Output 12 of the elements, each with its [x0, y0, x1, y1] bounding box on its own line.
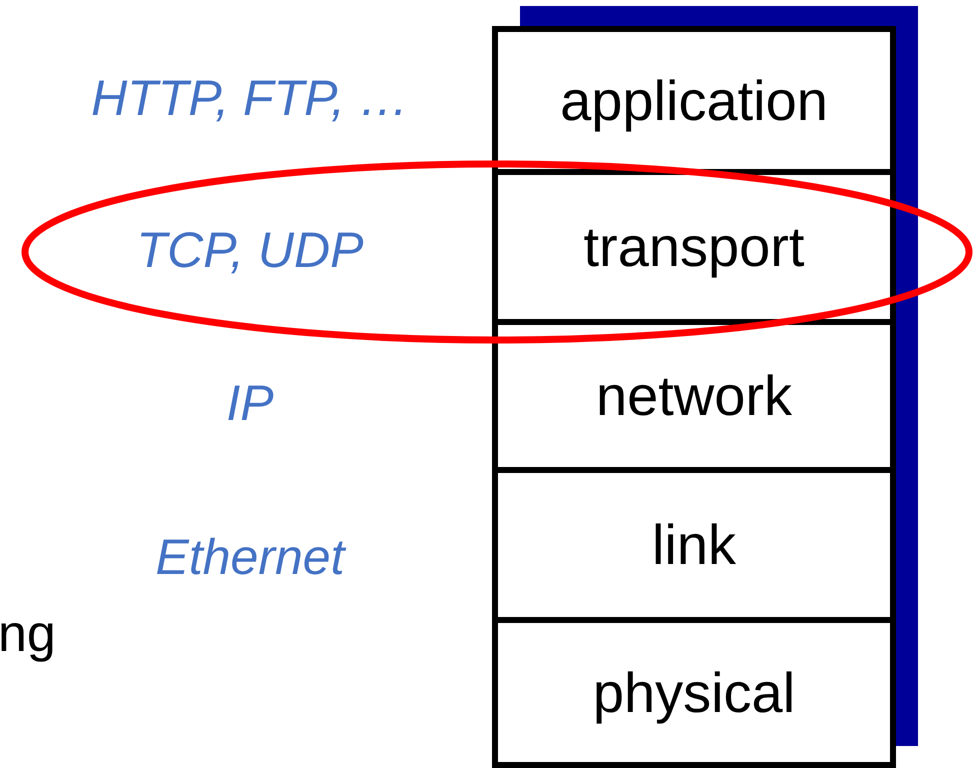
layer-name: network — [596, 368, 792, 424]
text-fragment: ng — [0, 608, 56, 660]
protocol-label: HTTP, FTP, … — [90, 73, 410, 123]
layer-box — [492, 467, 896, 617]
layer-box — [492, 319, 896, 467]
layer-box — [492, 169, 896, 319]
layer-name: link — [652, 517, 736, 573]
protocol-label: Ethernet — [154, 532, 348, 582]
protocol-label: TCP, UDP — [136, 225, 364, 275]
layer-box — [492, 26, 896, 169]
layer-box — [492, 617, 896, 768]
protocol-label: IP — [225, 378, 275, 428]
